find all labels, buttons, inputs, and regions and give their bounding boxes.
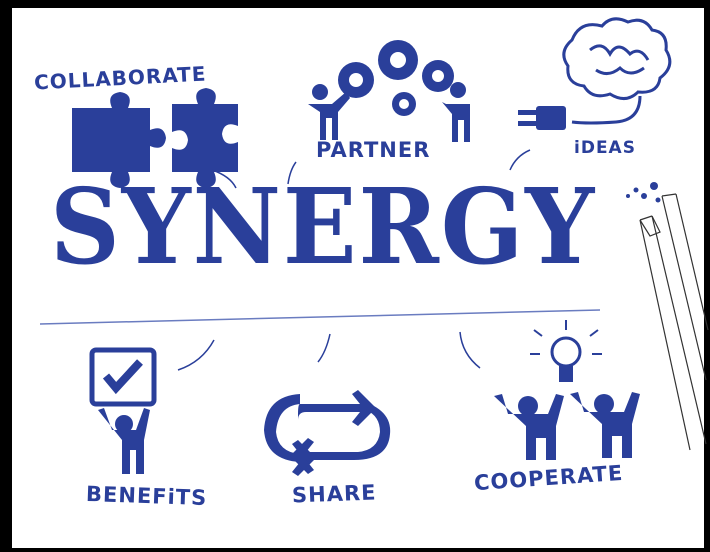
- checkbox-person-icon: [89, 347, 157, 474]
- main-title: SYNERGY: [50, 165, 597, 288]
- label-share: SHARE: [291, 480, 377, 508]
- connector-lines: [177, 149, 531, 371]
- puzzle-pieces-icon: [72, 88, 238, 188]
- plug-icon: [518, 106, 566, 130]
- label-benefits: BENEFiTS: [85, 481, 208, 511]
- pencils-icon: [639, 193, 709, 451]
- label-ideas: iDEAS: [574, 138, 636, 158]
- lightbulb-people-icon: [494, 320, 640, 460]
- circular-arrows-icon: [264, 390, 391, 476]
- title-underline: [39, 309, 601, 325]
- gears-people-icon: [308, 40, 470, 142]
- brain-plug-icon: [562, 17, 672, 125]
- sparkle-dots: [626, 182, 661, 203]
- label-partner: PARTNER: [316, 138, 431, 162]
